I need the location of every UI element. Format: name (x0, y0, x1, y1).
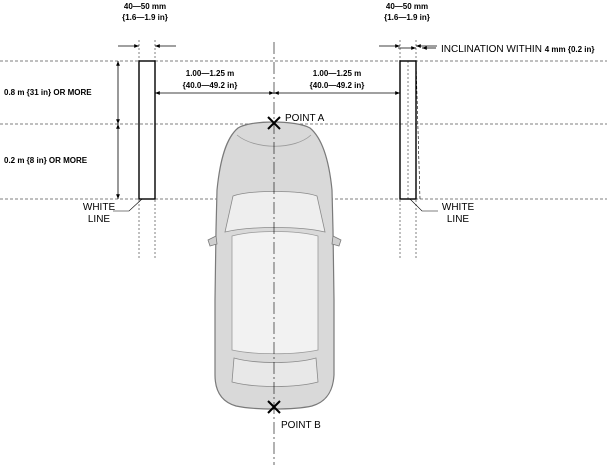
white-line-left (138, 60, 156, 200)
leader-white-line-left (113, 198, 143, 212)
car-mirror-right (331, 235, 342, 247)
distance-label-m-left: 1.00—1.25 m (186, 69, 234, 78)
inclination-guide (415, 60, 421, 200)
car-hood-line (236, 134, 312, 147)
point-b-label: POINT B (281, 420, 321, 431)
width-label-mm-right: 40—50 mm (386, 2, 428, 11)
leader-white-line-right (409, 198, 438, 212)
width-label-in-left: {1.6—1.9 in} (122, 13, 168, 22)
car-rear-window (231, 357, 319, 387)
vehicle-top-view (207, 121, 342, 410)
length-label-lower: 0.2 m {8 in} OR MORE (4, 156, 88, 165)
width-label-mm-left: 40—50 mm (124, 2, 166, 11)
cross-mark-icon (267, 116, 281, 130)
distance-label-m-right: 1.00—1.25 m (313, 69, 361, 78)
white-line-label-right-2: LINE (447, 214, 470, 225)
white-line-label-left-1: WHITE (83, 202, 116, 213)
white-line-label-right-1: WHITE (442, 202, 475, 213)
width-label-in-right: {1.6—1.9 in} (384, 13, 430, 22)
car-mirror-left (207, 235, 218, 247)
white-line-label-left-2: LINE (88, 214, 111, 225)
car-roof (231, 231, 319, 355)
length-label-upper: 0.8 m {31 in} OR MORE (4, 88, 92, 97)
cross-mark-icon (267, 400, 281, 414)
inclination-label: INCLINATION WITHIN 4 mm {0.2 in} (441, 44, 595, 55)
distance-label-in-left: {40.0—49.2 in} (183, 81, 238, 90)
car-windshield (224, 191, 326, 233)
point-a-label: POINT A (285, 113, 325, 124)
distance-label-in-right: {40.0—49.2 in} (310, 81, 365, 90)
reference-lines (0, 60, 607, 200)
